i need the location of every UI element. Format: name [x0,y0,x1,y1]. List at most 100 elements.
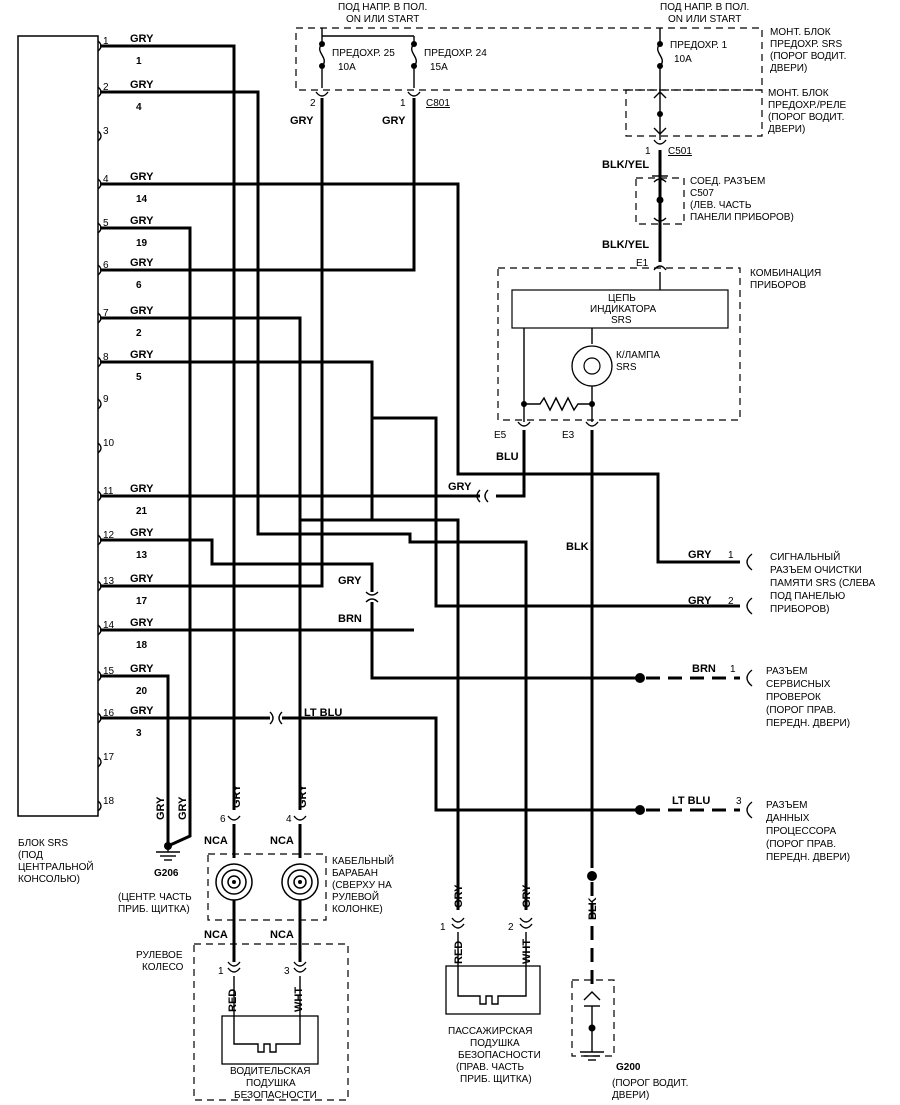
srs-unit-label-3: ЦЕНТРАЛЬНОЙ [18,860,94,873]
steering-wheel: РУЛЕВОЕ КОЛЕСО 1 3 RED WHT ВОДИТЕЛЬСКАЯ … [136,943,349,1101]
power-note-right-1: ПОД НАПР. В ПОЛ. [660,2,749,13]
g200-label: G200 [616,1062,641,1073]
clear-label-3: ПАМЯТИ SRS (СЛЕВА [770,578,876,589]
c507-label-3: (ЛЕВ. ЧАСТЬ [690,200,752,211]
wire-label-gry-brn: GRY [338,575,362,587]
clear-label-2: РАЗЪЕМ ОЧИСТКИ [770,565,862,576]
g200-location-2: ДВЕРИ) [612,1090,649,1101]
lamp-label-1: К/ЛАМПА [616,350,660,361]
srs-pin-number: 15 [103,666,115,677]
srs-pin-10: 10 [97,438,115,454]
wheel-label-2: КОЛЕСО [142,962,184,973]
pass-pin-1: 1 [440,922,446,933]
instrument-cluster: КОМБИНАЦИЯ ПРИБОРОВ ЦЕПЬ ИНДИКАТОРА SRS … [494,267,821,553]
clear-pin-2: 2 [728,596,734,607]
srs-pin-number: 8 [103,352,109,363]
srs-pin-circuit-number: 1 [136,56,142,67]
pass-pin-2: 2 [508,922,514,933]
srs-pin-number: 17 [103,752,115,763]
clear-label-1: СИГНАЛЬНЫЙ [770,550,840,563]
wire-label-blk: BLK [566,541,589,553]
srs-pin-wire-color: GRY [130,573,154,585]
g200-wire-blk: BLK [587,897,599,920]
driver-squib-icon [233,1016,301,1053]
fuse-box-srs-label-3: (ПОРОГ ВОДИТ. [770,51,846,62]
srs-pin-number: 7 [103,308,109,319]
srs-pin-number: 6 [103,260,109,271]
data-label-2: ДАННЫХ [766,813,810,824]
service-check-connector: BRN 1 РАЗЪЕМ СЕРВИСНЫХ ПРОВЕРОК (ПОРОГ П… [635,663,850,729]
data-processor-connector: LT BLU 3 РАЗЪЕМ ДАННЫХ ПРОЦЕССОРА (ПОРОГ… [635,795,850,863]
srs-pin-circuit-number: 13 [136,550,148,561]
fuse-box-srs-label-1: МОНТ. БЛОК [770,27,831,38]
srs-pin-number: 3 [103,126,109,137]
srs-pin-wire-color: GRY [130,305,154,317]
c801-pin-2: 2 [310,98,316,109]
srs-pin-7: 7 GRY 2 [97,305,154,339]
srs-unit-label-1: БЛОК SRS [18,838,68,849]
pass-wire-gry-2: GRY [521,884,533,908]
srs-pin-wire-color: GRY [130,257,154,269]
srs-pin-circuit-number: 17 [136,596,148,607]
cluster-label-2: ПРИБОРОВ [750,280,807,291]
nca-2: NCA [270,835,294,847]
g200-location-1: (ПОРОГ ВОДИТ. [612,1078,688,1089]
g206-location-1: (ЦЕНТР. ЧАСТЬ [118,892,192,903]
srs-unit-label-2: (ПОД [18,850,43,861]
srs-pin-circuit-number: 19 [136,238,148,249]
fuse-relay-box: МОНТ. БЛОК ПРЕДОХР./РЕЛЕ (ПОРОГ ВОДИТ. Д… [625,88,847,140]
wire-label-gry-c801-1: GRY [382,115,406,127]
cable-drum-label-5: КОЛОНКЕ) [332,904,383,915]
srs-pin-number: 14 [103,620,115,631]
cluster-label-1: КОМБИНАЦИЯ [750,268,821,279]
service-label-4: (ПОРОГ ПРАВ. [766,705,836,716]
srs-pin-number: 13 [103,576,115,587]
service-label-3: ПРОВЕРОК [766,692,821,703]
c501-label: C501 [668,146,692,157]
srs-pin-circuit-number: 20 [136,686,148,697]
fuse-1-rating: 10A [674,54,692,65]
resistor-icon [524,396,592,412]
clear-label-5: ПРИБОРОВ) [770,604,830,615]
passenger-airbag [445,965,541,1015]
pass-bag-label-1: ПАССАЖИРСКАЯ [448,1026,532,1037]
wire-label-gry-pin11: GRY [448,481,472,493]
power-note-left-1: ПОД НАПР. В ПОЛ. [338,2,427,13]
srs-pin-wire-color: GRY [130,527,154,539]
srs-pin-17: 17 [97,752,115,768]
c801-label: C801 [426,98,450,109]
wire-label-blk-yel-1: BLK/YEL [602,159,649,171]
fuse-relay-box-label-1: МОНТ. БЛОК [768,88,829,99]
srs-indicator-circuit [511,289,729,329]
service-pin: 1 [730,664,736,675]
c801-pin-1: 1 [400,98,406,109]
srs-pin-wire-color: GRY [130,349,154,361]
wire-label-blk-yel-2: BLK/YEL [602,239,649,251]
srs-pin-circuit-number: 21 [136,506,148,517]
clear-wire-1: GRY [688,549,712,561]
srs-pin-circuit-number: 18 [136,640,148,651]
srs-pin-circuit-number: 4 [136,102,142,113]
srs-pin-15: 15 GRY 20 [97,663,154,697]
data-label-1: РАЗЪЕМ [766,800,808,811]
srs-pin-3: 3 [97,126,109,142]
wire-label-gry-drum-2: GRY [297,784,309,808]
srs-pin-wire-color: GRY [130,663,154,675]
data-label-5: ПЕРЕДН. ДВЕРИ) [766,852,850,863]
service-wire: BRN [692,663,716,675]
driver-airbag [221,1015,319,1065]
srs-pin-circuit-number: 2 [136,328,142,339]
srs-unit-label-4: КОНСОЛЬЮ) [18,874,80,885]
inline-connectors: GRY GRY BRN LT BLU [269,481,489,725]
srs-pin-number: 16 [103,708,115,719]
cable-drum-label-3: (СВЕРХУ НА [332,880,392,891]
connector-c501: 1 C501 BLK/YEL [602,139,692,176]
service-label-2: СЕРВИСНЫХ [766,679,831,690]
circuit-label-3: SRS [611,315,632,326]
fuse-relay-box-label-2: ПРЕДОХР./РЕЛЕ [768,100,847,111]
